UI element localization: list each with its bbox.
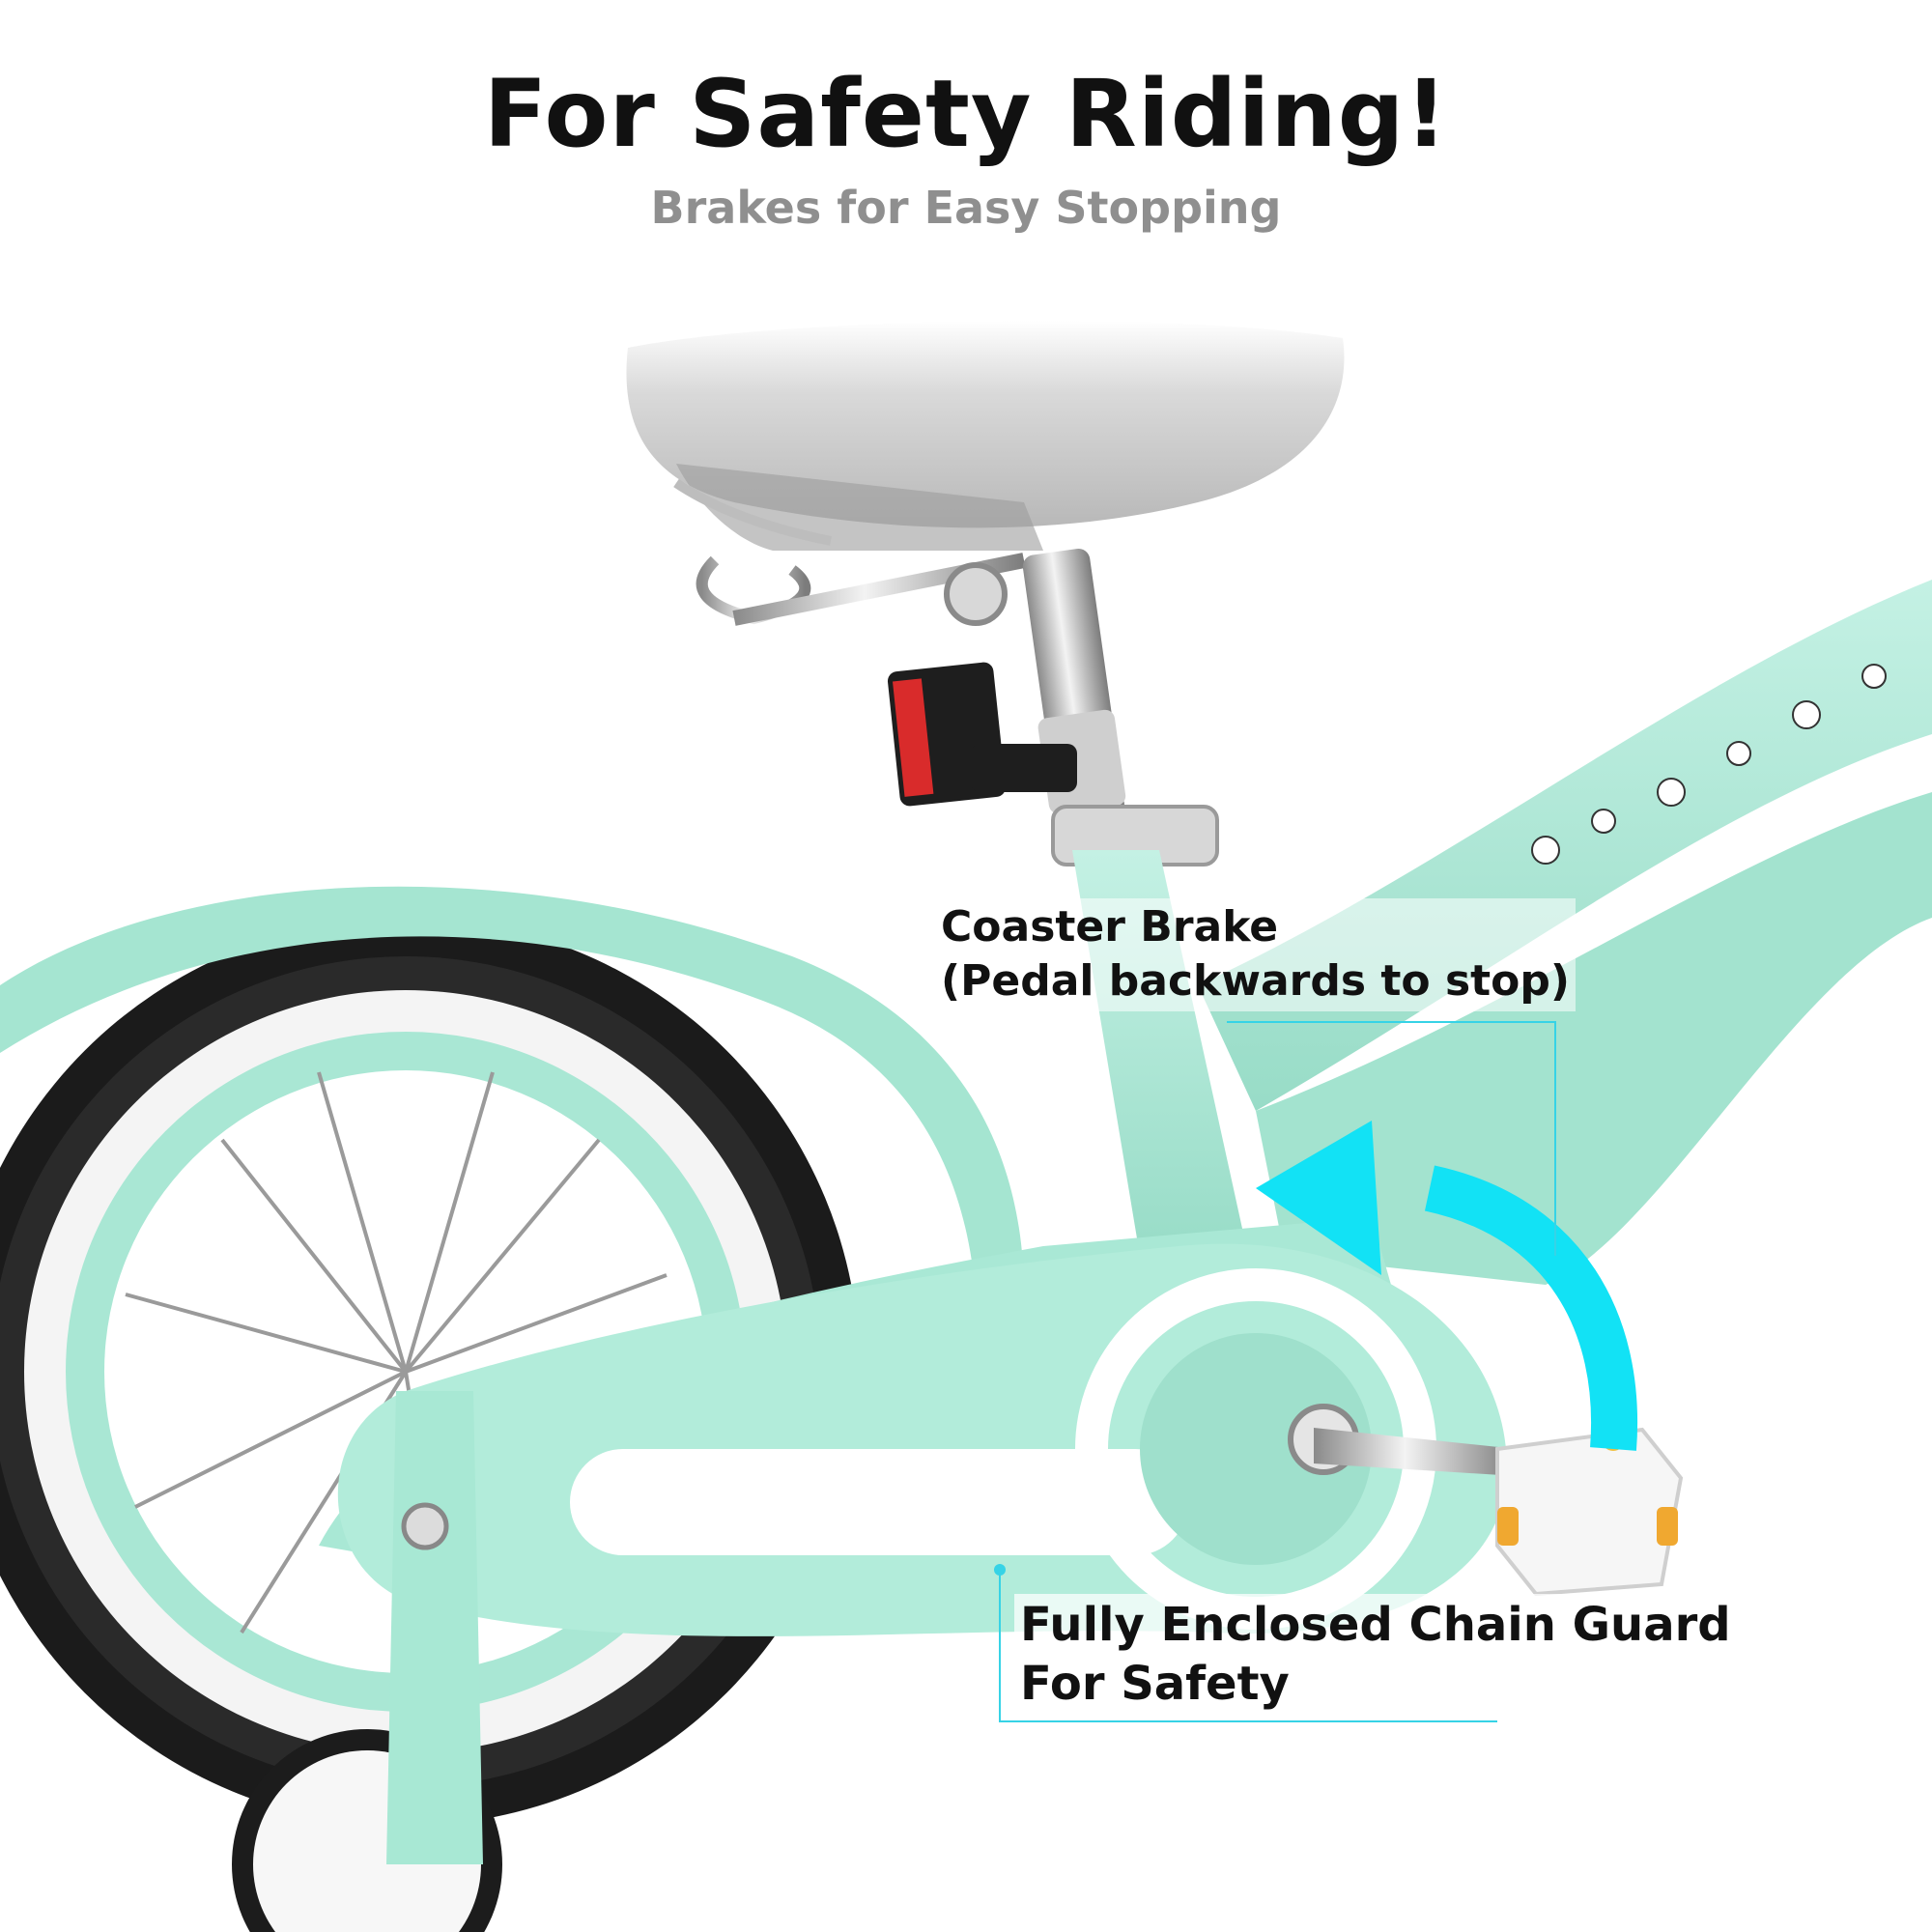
- coaster-brake-description: (Pedal backwards to stop): [941, 956, 1570, 1007]
- crank-arm: [1314, 1428, 1517, 1476]
- page-subtitle: Brakes for Easy Stopping: [650, 182, 1282, 234]
- red-reflector-icon: [887, 662, 1077, 807]
- training-wheel: [232, 1391, 502, 1932]
- pedal: [1495, 1427, 1684, 1597]
- coaster-brake-callout: Coaster Brake (Pedal backwards to stop): [935, 898, 1576, 1011]
- seat: [626, 320, 1345, 626]
- chain-guard-callout: Fully Enclosed Chain Guard For Safety: [1014, 1594, 1737, 1717]
- callout-leader-lines: [999, 1021, 1556, 1722]
- coaster-brake-label: Coaster Brake: [941, 902, 1279, 952]
- page-title: For Safety Riding!: [483, 60, 1449, 168]
- rear-fender: [0, 886, 1024, 1294]
- chain-guard-description: For Safety: [1020, 1657, 1290, 1712]
- chain-guard-label: Fully Enclosed Chain Guard: [1020, 1598, 1731, 1652]
- backward-pedal-arrow-icon: [1256, 1121, 1637, 1451]
- down-tube: [1256, 792, 1932, 1285]
- chain-guard-marker-dot: [994, 1564, 1006, 1576]
